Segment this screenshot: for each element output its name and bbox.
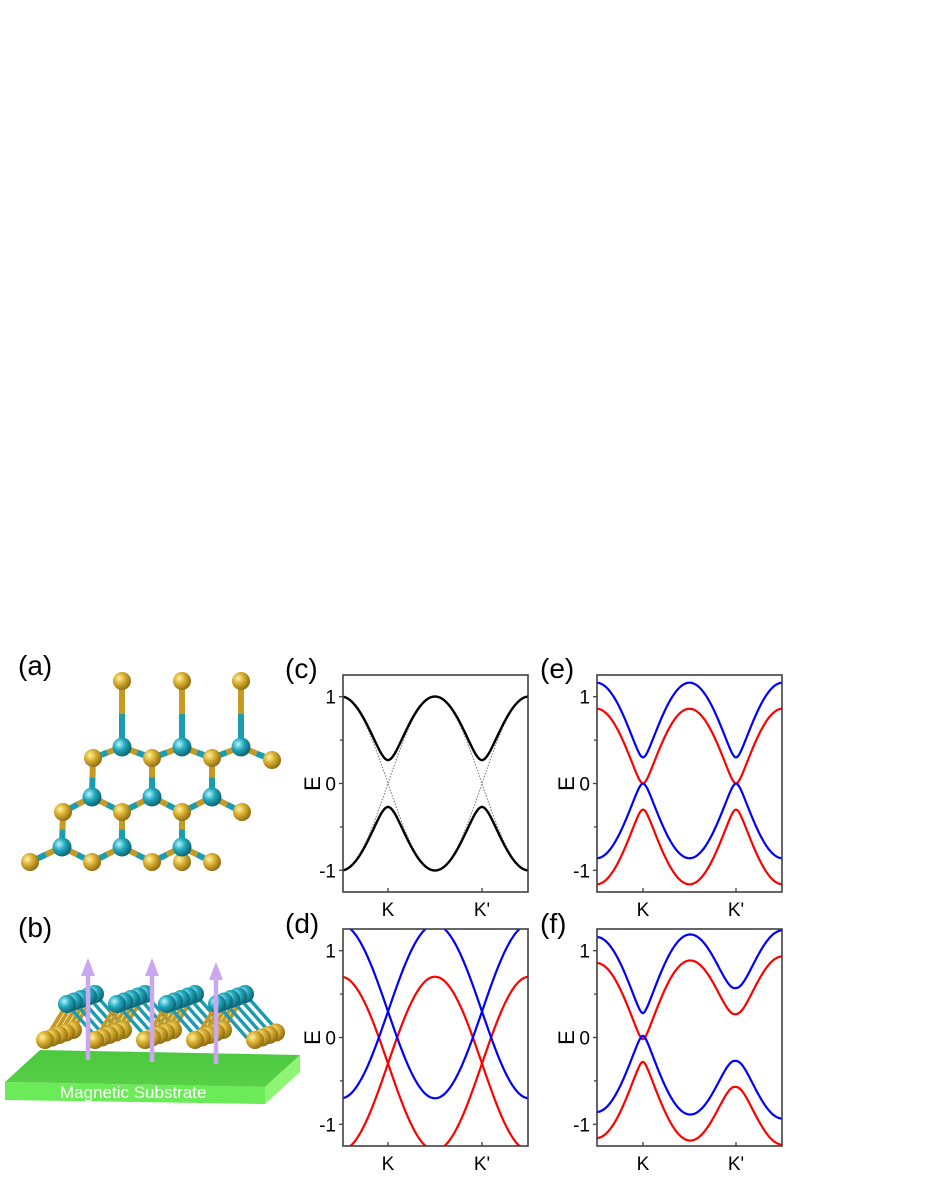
atom-gold (36, 1031, 54, 1049)
band-curves (343, 929, 528, 1146)
x-tick-label: K (382, 900, 395, 921)
spin-band (597, 929, 782, 1015)
atom-gold (86, 1031, 104, 1049)
y-axis-title: E (300, 1030, 325, 1045)
atom-cyan (58, 995, 76, 1013)
x-tick-label: K' (728, 1154, 744, 1175)
dirac-band-dotted (343, 781, 528, 871)
y-tick-label: -1 (319, 861, 336, 882)
atom-cyan (82, 787, 102, 807)
spin-band (597, 808, 782, 886)
gapped-band (343, 695, 528, 762)
atom-gold (113, 672, 131, 690)
panel-label-b: (b) (18, 912, 53, 943)
y-tick-label: 0 (325, 775, 336, 796)
spin-band (597, 681, 782, 759)
gapped-band (343, 805, 528, 872)
x-tick-label: K (382, 1154, 395, 1175)
panel-label-f: (f) (540, 908, 567, 939)
atom-cyan (108, 995, 126, 1013)
x-tick-label: K' (728, 900, 744, 921)
atom-gold (143, 853, 161, 871)
lattice-on-substrate-illustration: Magnetic Substrate (5, 958, 300, 1104)
spin-band (597, 955, 782, 1041)
atom-gold (136, 1031, 154, 1049)
atom-cyan (112, 737, 132, 757)
x-tick-label: K' (474, 1154, 490, 1175)
plot-frame (342, 674, 529, 893)
y-axis-title: E (300, 776, 325, 791)
x-tick-label: K (637, 900, 650, 921)
atom-gold (173, 803, 191, 821)
atom-gold (173, 672, 191, 690)
dirac-band-dotted (343, 696, 528, 786)
spin-arrow-head (145, 958, 159, 976)
y-tick-label: -1 (319, 1115, 336, 1136)
atom-cyan (172, 737, 192, 757)
spin-band (348, 929, 522, 1100)
y-tick-label: -1 (573, 1115, 590, 1136)
atom-gold (203, 853, 221, 871)
plot-frame (596, 674, 783, 893)
atom-gold (21, 853, 39, 871)
panel-label-c: (c) (285, 653, 318, 684)
y-axis-title: E (554, 776, 579, 791)
substrate-front-face (5, 1082, 265, 1104)
atom-cyan (112, 837, 132, 857)
substrate-top-face (5, 1050, 300, 1087)
y-axis-title: E (554, 1030, 579, 1045)
spin-band (343, 929, 528, 1100)
x-tick-label: K (637, 1154, 650, 1175)
band-plot-c: -1 0 1K K' E (300, 674, 529, 921)
atom-gold (263, 751, 281, 769)
spin-arrows (81, 958, 223, 1064)
y-tick-label: 0 (579, 775, 590, 796)
y-tick-label: 1 (325, 688, 336, 709)
spin-band (597, 782, 782, 860)
spin-band (348, 975, 522, 1146)
atom-gold (143, 749, 161, 767)
atom-gold (233, 803, 251, 821)
y-tick-label: 0 (579, 1029, 590, 1050)
panel-label-e: (e) (540, 653, 575, 684)
atom-gold (232, 672, 250, 690)
band-curves (597, 681, 782, 886)
panel-label-d: (d) (285, 908, 320, 939)
panel-label-a: (a) (18, 650, 53, 681)
band-curves (343, 695, 528, 872)
band-curves (597, 929, 782, 1146)
band-plot-d: -1 0 1K K' E (300, 928, 529, 1175)
y-tick-label: 1 (579, 942, 590, 963)
spin-arrow-head (209, 962, 223, 980)
y-tick-label: -1 (573, 861, 590, 882)
y-tick-label: 1 (325, 942, 336, 963)
honeycomb-lattice-top-view (21, 672, 281, 871)
atom-gold (54, 803, 72, 821)
spin-band (597, 707, 782, 785)
band-plot-e: -1 0 1K K' E (554, 674, 783, 921)
substrate-side-face (265, 1055, 300, 1104)
spin-band (597, 1034, 782, 1120)
atom-cyan (142, 787, 162, 807)
atom-cyan (172, 837, 192, 857)
spin-arrow-head (81, 958, 95, 976)
atom-gold (113, 803, 131, 821)
atom-gold (203, 749, 221, 767)
atom-cyan (52, 837, 72, 857)
atom-gold (83, 853, 101, 871)
spin-band (597, 1060, 782, 1146)
atom-cyan (158, 995, 176, 1013)
atom-gold (186, 1031, 204, 1049)
atom-cyan (231, 737, 251, 757)
spin-band (343, 975, 528, 1146)
band-plot-f: -1 0 1K K' E (554, 928, 783, 1175)
y-tick-label: 1 (579, 688, 590, 709)
substrate-label: Magnetic Substrate (60, 1083, 206, 1102)
atom-gold (84, 749, 102, 767)
atom-gold (173, 853, 191, 871)
atom-cyan (202, 787, 222, 807)
x-tick-label: K' (474, 900, 490, 921)
y-tick-label: 0 (325, 1029, 336, 1050)
